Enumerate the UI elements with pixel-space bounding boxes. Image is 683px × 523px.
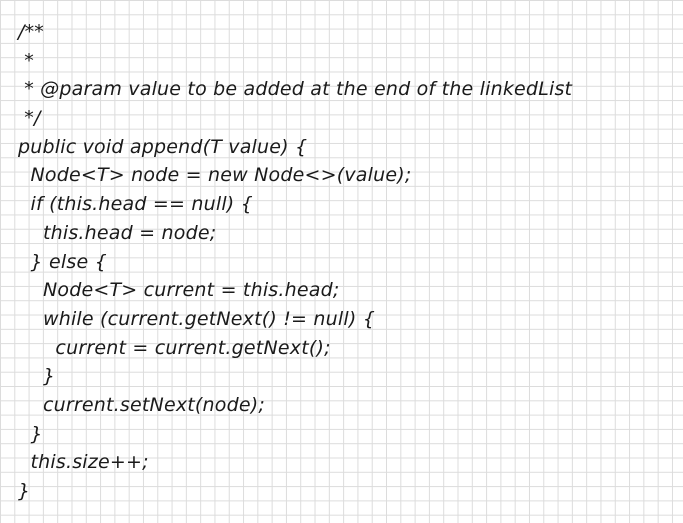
code-line-6: Node<T> node = new Node<>(value); <box>18 164 412 187</box>
code-line-16: this.size++; <box>18 451 149 474</box>
code-line-9: } else { <box>18 250 107 273</box>
code-line-14: current.setNext(node); <box>18 393 265 416</box>
code-line-8: this.head = node; <box>18 221 217 244</box>
code-line-5: public void append(T value) { <box>18 135 308 158</box>
code-line-4: */ <box>18 107 41 130</box>
code-line-1: /** <box>18 21 45 43</box>
code-line-10: Node<T> current = this.head; <box>18 279 340 302</box>
code-block: /** * * @param value to be added at the … <box>18 18 572 506</box>
code-line-13: } <box>18 365 56 388</box>
code-line-2: * <box>18 49 34 72</box>
code-line-15: } <box>18 422 43 445</box>
code-line-11: while (current.getNext() != null) { <box>18 307 375 330</box>
code-line-17: } <box>18 480 31 502</box>
code-line-12: current = current.getNext(); <box>18 336 331 359</box>
code-line-3: * @param value to be added at the end of… <box>18 78 573 101</box>
code-line-7: if (this.head == null) { <box>18 193 253 216</box>
